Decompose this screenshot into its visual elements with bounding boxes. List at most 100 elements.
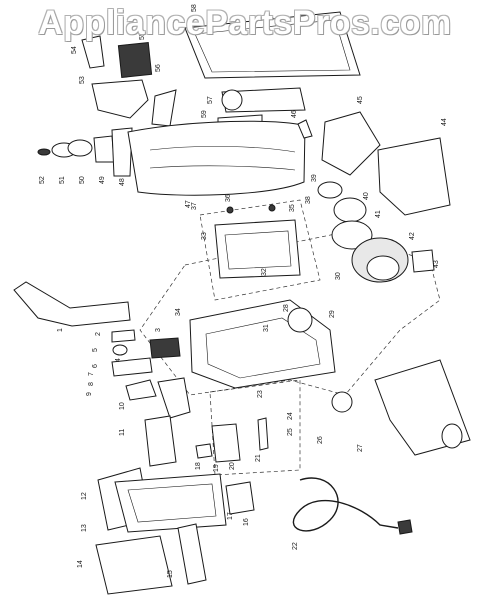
- main-body-housing: [189, 299, 336, 389]
- part-54-grip: [81, 35, 105, 69]
- part-14-bag: [95, 535, 173, 595]
- assembly-boundary-upper: [199, 199, 321, 301]
- part-label-30: 30: [335, 272, 342, 280]
- part-label-9: 9: [86, 392, 93, 396]
- part-6-switch-block: [111, 357, 153, 377]
- part-label-2: 2: [95, 332, 102, 336]
- part-10-lever: [157, 377, 191, 419]
- assembly-boundary-main: [139, 231, 441, 396]
- part-label-24: 24: [287, 412, 294, 420]
- part-58-inner: [194, 19, 351, 73]
- part-label-39: 39: [311, 174, 318, 182]
- part-19-bracket: [211, 423, 241, 463]
- part-13-housing: [114, 473, 227, 533]
- part-39-ring: [317, 181, 343, 199]
- part-47-ridge: [149, 146, 296, 153]
- part-label-55: 55: [139, 32, 146, 40]
- part-label-56: 56: [155, 64, 162, 72]
- part-56-crevice: [151, 89, 177, 127]
- part-label-16: 16: [243, 518, 250, 526]
- part-42-motor-face: [366, 255, 400, 281]
- part-41-housing: [331, 220, 373, 250]
- part-label-37: 37: [191, 202, 198, 210]
- part-50-disc: [67, 139, 93, 157]
- part-9-pedal: [125, 379, 157, 401]
- part-35-screw: [268, 204, 276, 212]
- part-11-cover: [144, 415, 177, 467]
- part-label-46: 46: [291, 110, 298, 118]
- part-label-27: 27: [357, 444, 364, 452]
- part-label-25: 25: [287, 428, 294, 436]
- part-label-44: 44: [441, 118, 448, 126]
- part-label-20: 20: [229, 462, 236, 470]
- part-label-35: 35: [289, 204, 296, 212]
- part-46-latch: [297, 119, 313, 139]
- part-label-45: 45: [357, 96, 364, 104]
- part-label-26: 26: [317, 436, 324, 444]
- part-58-bag-cover: [184, 11, 361, 79]
- part-13-housing-inner: [127, 483, 217, 523]
- part-33-plate: [214, 219, 301, 279]
- part-label-50: 50: [79, 176, 86, 184]
- part-53-nozzle: [91, 79, 149, 119]
- part-label-48: 48: [119, 178, 126, 186]
- part-label-36: 36: [225, 194, 232, 202]
- part-label-54: 54: [71, 46, 78, 54]
- part-label-41: 41: [375, 210, 382, 218]
- part-43-plug: [411, 249, 435, 273]
- part-47-bag-body: [127, 120, 306, 196]
- part-16-box: [225, 481, 255, 515]
- part-label-4: 4: [115, 358, 122, 362]
- part-label-52: 52: [39, 176, 46, 184]
- part-15-strip: [177, 523, 207, 585]
- part-22-plug: [397, 519, 413, 535]
- part-label-14: 14: [77, 560, 84, 568]
- part-label-28: 28: [283, 304, 290, 312]
- part-18-clip: [195, 443, 213, 459]
- part-label-17: 17: [227, 512, 234, 520]
- part-label-12: 12: [81, 492, 88, 500]
- part-label-29: 29: [329, 310, 336, 318]
- part-26-wheel: [331, 391, 353, 413]
- main-body-detail: [205, 317, 321, 379]
- part-48-clip: [111, 127, 133, 177]
- part-label-11: 11: [119, 429, 126, 436]
- part-label-43: 43: [433, 260, 440, 268]
- part-47-ridge-2: [149, 165, 296, 171]
- part-27-wheel: [441, 423, 463, 449]
- part-label-49: 49: [99, 176, 106, 184]
- part-57-end: [221, 89, 243, 111]
- part-36-screw: [226, 206, 234, 214]
- part-label-8: 8: [88, 382, 95, 386]
- part-label-7: 7: [88, 372, 95, 376]
- part-49-bracket: [93, 135, 115, 163]
- part-40-fan: [333, 197, 367, 223]
- part-33-plate-inner: [224, 230, 292, 270]
- part-label-53: 53: [79, 76, 86, 84]
- part-label-23: 23: [257, 390, 264, 398]
- part-4-knob: [112, 344, 128, 356]
- part-label-22: 22: [292, 542, 299, 550]
- part-label-13: 13: [81, 524, 88, 532]
- part-label-3: 3: [155, 328, 162, 332]
- part-22-cord: [292, 477, 399, 532]
- part-label-51: 51: [59, 176, 66, 184]
- part-label-31: 31: [263, 324, 270, 332]
- part-label-21: 21: [255, 454, 262, 462]
- part-label-38: 38: [305, 196, 312, 204]
- part-label-32: 32: [261, 268, 268, 276]
- part-label-57: 57: [207, 96, 214, 104]
- part-1-handle: [13, 281, 131, 327]
- part-45-motor-cover: [321, 111, 381, 176]
- part-2-cover: [111, 329, 136, 343]
- part-44-hood: [377, 137, 451, 216]
- part-3-switch: [149, 337, 181, 359]
- part-label-19: 19: [213, 464, 220, 472]
- part-label-59: 59: [201, 110, 208, 118]
- part-label-6: 6: [92, 364, 99, 368]
- part-55-brush: [117, 41, 153, 79]
- part-52-screw: [37, 148, 51, 156]
- part-label-10: 10: [119, 402, 126, 410]
